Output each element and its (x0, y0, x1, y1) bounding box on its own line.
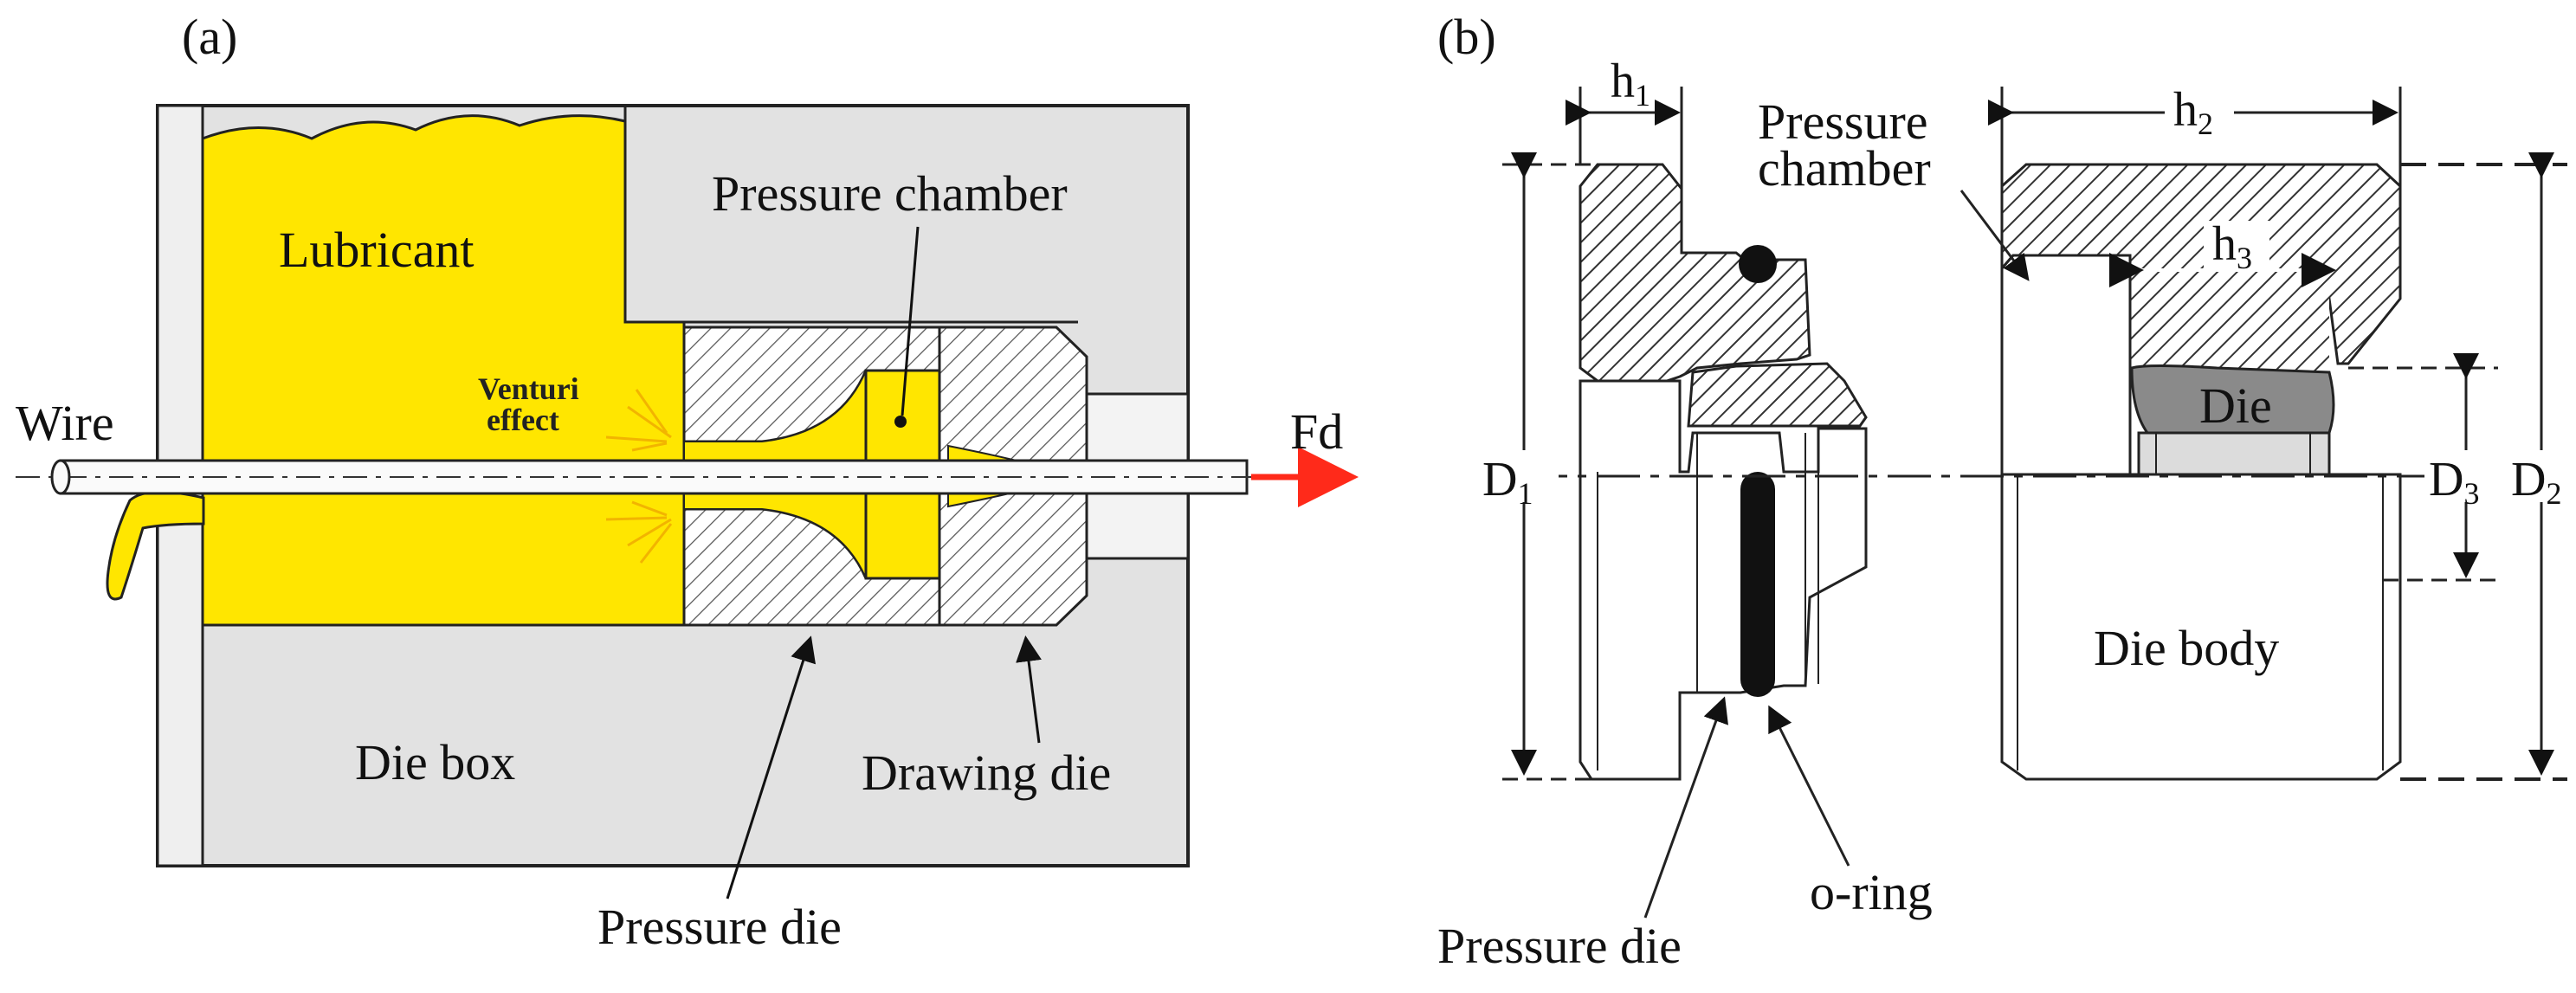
pressure-chamber-leader (901, 226, 920, 416)
h1-label: h1 (1611, 55, 1650, 113)
h2-label-bg (2165, 82, 2234, 134)
pressure-die-b-label: Pressure die (1437, 918, 1682, 974)
h3-label: h3 (2212, 217, 2252, 275)
o-ring-section (1740, 472, 1775, 697)
die-body-label: Die body (2094, 620, 2279, 676)
venturi-label-line1: Venturi (478, 371, 579, 406)
pressure-chamber-b-leader (1959, 190, 2030, 281)
die-lower-bore (2137, 431, 2331, 476)
die-label: Die (2199, 377, 2272, 434)
die-body-hatched-inner (2130, 255, 2329, 377)
panel-a: (a) Fd (16, 9, 1359, 955)
o-ring-label: o-ring (1810, 864, 1933, 920)
pressure-chamber-dot (894, 416, 907, 428)
panel-b: (b) D1 (1437, 9, 2576, 974)
o-ring-top (1739, 245, 1777, 283)
panel-b-label: (b) (1437, 9, 1496, 65)
pressure-die-b-insert (1687, 362, 1868, 428)
wire-label: Wire (16, 395, 114, 451)
lubricant-label: Lubricant (279, 222, 474, 278)
die-body-white-top (2000, 254, 2132, 476)
wire-end (50, 459, 71, 495)
pressure-die-b-leader (1643, 696, 1728, 919)
pressure-chamber-b-line1: Pressure (1758, 93, 1928, 150)
h3-label-bg (2204, 221, 2269, 269)
die-box-step (623, 106, 1078, 324)
pressure-chamber-label: Pressure chamber (712, 165, 1068, 222)
lubricant-drip (106, 490, 205, 601)
pressure-chamber-b-line2: chamber (1758, 140, 1931, 197)
pressure-die-b-body (1579, 379, 1868, 781)
fd-label: Fd (1290, 403, 1343, 460)
pressure-die-b-top (1579, 163, 1811, 396)
lubricant-region (201, 114, 686, 627)
d3-label: D3 (2429, 453, 2479, 511)
panel-a-label: (a) (182, 9, 237, 65)
h2-label: h2 (2173, 83, 2213, 141)
drawing-die-leader (1016, 635, 1042, 744)
pressure-die-leader (726, 635, 817, 900)
drawing-die-label: Drawing die (862, 745, 1111, 801)
die-body-lower (2000, 473, 2402, 781)
d1-label: D1 (1482, 453, 1533, 511)
d2-label-bg (2509, 450, 2576, 502)
venturi-label-line2: effect (487, 403, 559, 437)
die-dark (2130, 364, 2335, 439)
o-ring-leader (1768, 705, 1850, 867)
d3-label-bg (2424, 450, 2502, 502)
die-box-label: Die box (355, 734, 515, 790)
venturi-sparks (605, 389, 673, 564)
d1-label-bg (1472, 450, 1559, 502)
pressure-die-label: Pressure die (597, 899, 842, 955)
d2-label: D2 (2511, 453, 2561, 511)
